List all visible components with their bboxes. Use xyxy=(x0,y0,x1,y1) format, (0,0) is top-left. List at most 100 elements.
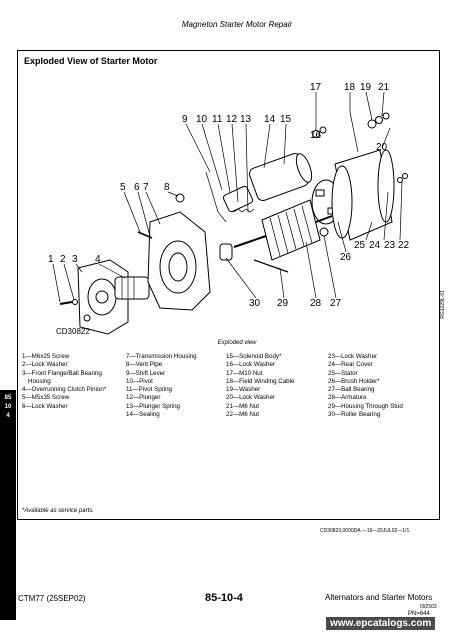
solenoid-body-part xyxy=(249,152,313,202)
callout-1: 1 xyxy=(48,254,54,265)
vent-pipe-part xyxy=(175,193,185,203)
callout-27: 27 xyxy=(330,298,342,309)
callout-7: 7 xyxy=(143,182,149,193)
callout-19: 19 xyxy=(360,82,372,93)
legend-item: 18—Field Winding Cable xyxy=(226,377,295,385)
service-parts-note: *Available as service parts. xyxy=(22,508,94,514)
washer-23-part xyxy=(402,173,408,179)
legend-item: 30—Roller Bearing xyxy=(328,411,381,419)
armature-part xyxy=(233,199,333,261)
callout-16: 16 xyxy=(310,130,322,141)
callout-15: 15 xyxy=(280,114,292,125)
nut-22-part xyxy=(397,177,403,183)
figure-frame: Exploded View of Starter Motor xyxy=(17,50,440,520)
side-code: RG1029L-01 xyxy=(440,290,446,319)
footer-section-title: Alternators and Starter Motors xyxy=(325,593,433,602)
callout-9: 9 xyxy=(182,114,188,125)
legend-item: 3—Front Flange/Ball Bearing xyxy=(22,369,102,377)
ball-bearing-part xyxy=(319,227,329,237)
callout-21: 21 xyxy=(378,82,390,93)
legend-column-2: 7—Transmission Housing 8—Vent Pipe 9—Shi… xyxy=(126,353,197,419)
legend-item: 1—M6x25 Screw xyxy=(22,353,70,360)
callout-11: 11 xyxy=(212,114,223,125)
screw-part xyxy=(59,299,78,305)
legend-item: 17—M10 Nut xyxy=(226,369,263,377)
legend-item: 21—M6 Nut xyxy=(226,402,260,410)
callout-23: 23 xyxy=(384,240,396,251)
shift-lever-part xyxy=(205,171,227,223)
screw-5-part xyxy=(137,231,153,239)
legend-item: 5—M5x35 Screw xyxy=(22,394,70,402)
callout-14: 14 xyxy=(264,114,276,125)
transmission-housing-part xyxy=(147,211,211,311)
field-cable-part xyxy=(349,111,359,153)
nut-washer-stack xyxy=(312,112,390,138)
callout-22: 22 xyxy=(398,240,410,251)
watermark-link[interactable]: www.epcatalogs.com xyxy=(326,617,436,630)
exploded-view-diagram: 1 2 3 4 5 6 7 8 9 10 11 12 13 14 15 16 1… xyxy=(48,82,410,336)
section-side-tab: 85 10 4 xyxy=(0,390,16,620)
legend-column-1: 1—M6x25 Screw 2—Lock Washer 3—Front Flan… xyxy=(22,353,106,411)
legend-item: 10—Pivot xyxy=(126,377,153,385)
leader-lines xyxy=(52,91,403,303)
callout-30: 30 xyxy=(249,298,261,309)
side-tab-line3: 4 xyxy=(6,413,10,419)
legend-item: 8—Vent Pipe xyxy=(126,361,163,369)
callout-25: 25 xyxy=(354,240,366,251)
legend-column-3: 15—Solenoid Body* 16—Lock Washer 17—M10 … xyxy=(226,353,294,419)
footer-pn: PN=644 xyxy=(408,611,430,617)
legend-item: 20—Lock Washer xyxy=(226,394,275,402)
footer-manual-id: CTM77 (25SEP02) xyxy=(18,594,86,603)
footer-date-code: 092503 xyxy=(420,604,437,610)
legend-item: 9—Shift Lever xyxy=(126,369,166,377)
clutch-pinion-part xyxy=(114,276,150,300)
callout-20: 20 xyxy=(376,142,388,153)
callout-28: 28 xyxy=(310,298,322,309)
callout-2: 2 xyxy=(60,254,66,265)
legend-item: 6—Lock Washer xyxy=(22,402,68,410)
legend-item: 13—Plunger Spring xyxy=(126,402,181,410)
legend-item: 22—M6 Nut xyxy=(226,411,260,419)
callout-18: 18 xyxy=(344,82,356,93)
callout-12: 12 xyxy=(226,114,238,125)
page-header-title: Magneton Starter Motor Repair xyxy=(181,20,293,29)
legend-item: Housing xyxy=(28,377,51,385)
legend-item: 19—Washer xyxy=(226,386,261,394)
legend-item: 16—Lock Washer xyxy=(226,361,275,369)
callout-4: 4 xyxy=(95,254,101,265)
callout-10: 10 xyxy=(196,114,208,125)
callout-26: 26 xyxy=(340,252,352,263)
legend-item: 15—Solenoid Body* xyxy=(226,353,282,360)
callout-24: 24 xyxy=(369,240,381,251)
callout-3: 3 xyxy=(72,254,78,265)
figure-title: Exploded View of Starter Motor xyxy=(24,56,158,66)
legend-item: 14—Sealing xyxy=(126,411,160,419)
callout-5: 5 xyxy=(120,182,126,193)
legend-item: 27—Ball Bearing xyxy=(328,386,375,394)
callout-17: 17 xyxy=(310,82,322,93)
legend-item: 26—Brush Holder* xyxy=(328,377,380,385)
through-stud-part xyxy=(253,259,289,273)
legend-item: 28—Armature xyxy=(328,394,367,402)
callout-29: 29 xyxy=(277,298,289,309)
roller-bearing-part xyxy=(219,243,233,261)
legend-item: 29—Housing Through Stud xyxy=(328,402,403,410)
legend-item: 12—Plunger xyxy=(126,394,161,402)
figure-caption: Exploded view xyxy=(217,340,257,346)
legend-column-4: 23—Lock Washer 24—Rear Cover 25—Stator 2… xyxy=(328,353,403,419)
legend-item: 4—Overrunning Clutch Pinion* xyxy=(22,386,107,394)
side-tab-line1: 85 xyxy=(4,395,12,401)
footer-page-number: 85-10-4 xyxy=(205,592,243,604)
side-tab-line2: 10 xyxy=(4,404,12,410)
legend-item: 25—Stator xyxy=(328,369,358,377)
callout-6: 6 xyxy=(134,182,140,193)
legend-item: 24—Rear Cover xyxy=(328,361,373,369)
frame-reference-code: CD30823,0000DA —19—29JUL02—1/1 xyxy=(320,528,410,534)
figure-id: CD30822 xyxy=(56,327,90,336)
legend-item: 7—Transmission Housing xyxy=(126,353,197,360)
legend-item: 23—Lock Washer xyxy=(328,353,377,360)
legend-item: 11—Pivot Spring xyxy=(126,386,172,394)
legend-item: 2—Lock Washer xyxy=(22,361,68,369)
stator-part xyxy=(331,149,395,241)
callout-13: 13 xyxy=(240,114,252,125)
